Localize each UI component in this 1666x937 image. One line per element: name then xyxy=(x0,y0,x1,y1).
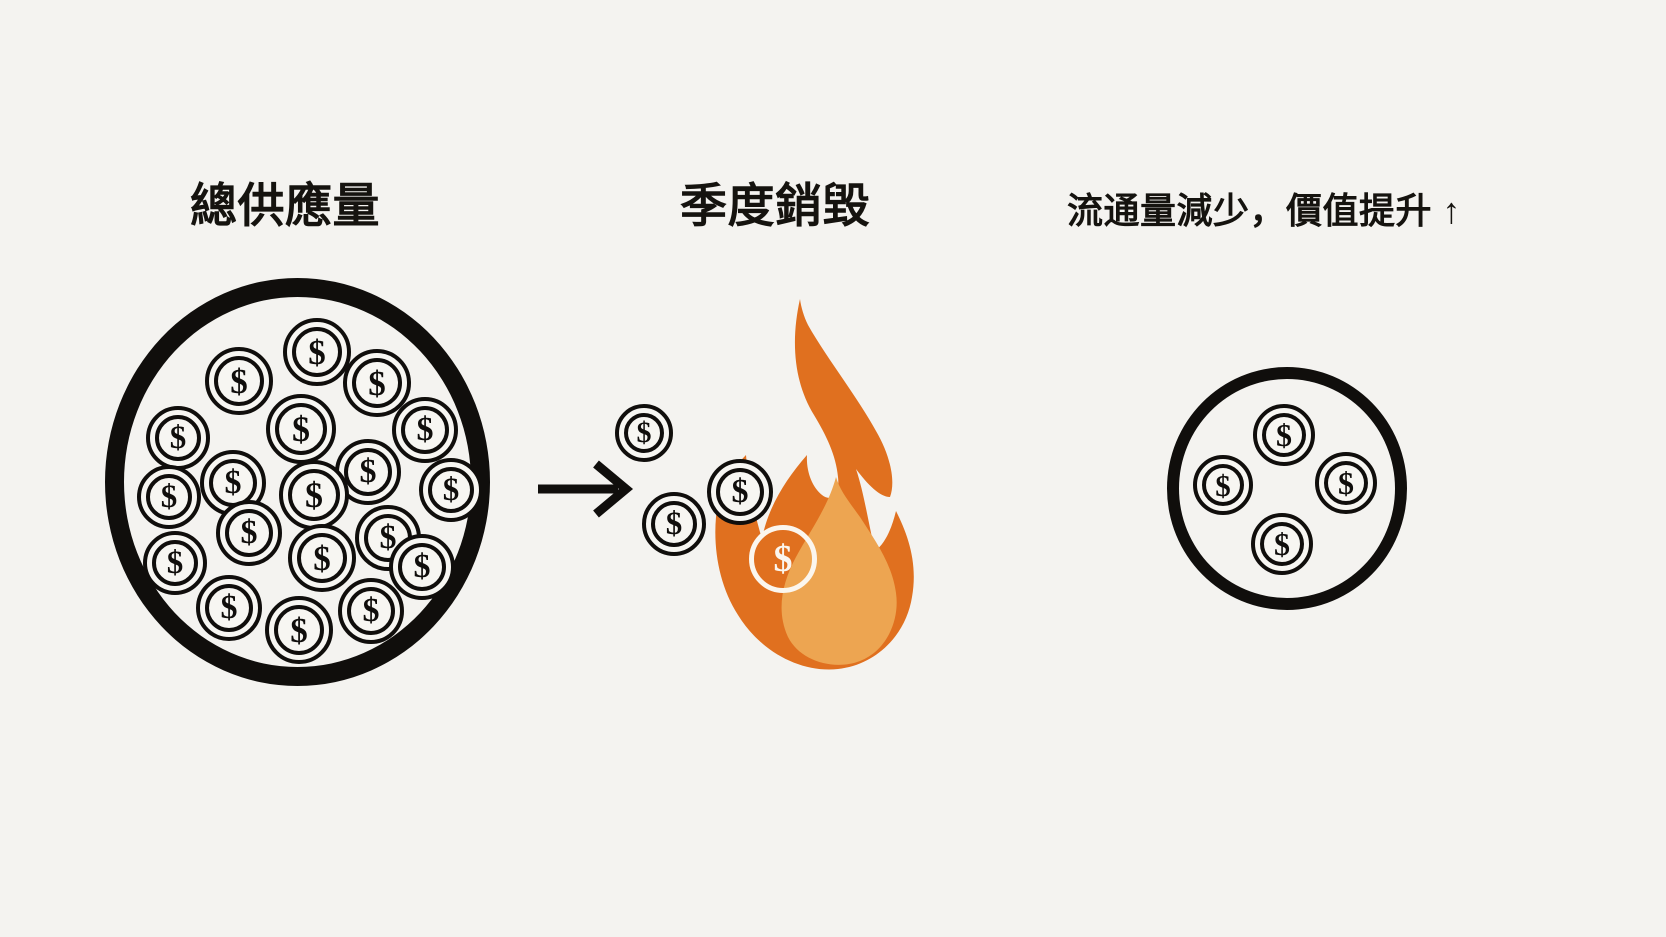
coin-symbol: $ xyxy=(292,409,310,449)
coin: $ xyxy=(392,397,458,463)
coin-inner-ring xyxy=(716,468,764,516)
coin-symbol: $ xyxy=(308,332,326,372)
coin: $ xyxy=(137,465,201,529)
coin: $ xyxy=(279,460,349,530)
burn-coin: $ xyxy=(642,492,706,556)
coin-inner-ring xyxy=(401,406,449,454)
coin-inner-ring xyxy=(155,415,201,461)
coin: $ xyxy=(1315,452,1377,514)
coin: $ xyxy=(288,524,356,592)
coin-symbol: $ xyxy=(313,538,331,578)
coin-inner-ring xyxy=(205,584,253,632)
coin-inner-ring xyxy=(624,413,664,453)
coin-symbol: $ xyxy=(359,453,377,490)
coin: $ xyxy=(335,439,401,505)
coin: $ xyxy=(1251,513,1313,575)
coin: $ xyxy=(196,575,262,641)
coin-symbol: $ xyxy=(305,475,323,515)
coin-symbol: $ xyxy=(160,478,178,515)
coin-symbol: $ xyxy=(166,544,184,581)
coin: $ xyxy=(343,349,411,417)
heading-value-increase: 流通量減少，價值提升 ↑ xyxy=(1067,190,1462,231)
coin-symbol: $ xyxy=(240,514,258,551)
coin-symbol: $ xyxy=(413,548,431,585)
ember-coin: $ xyxy=(749,525,817,593)
coin-inner-ring xyxy=(292,327,342,377)
coin-symbol: $ xyxy=(731,473,749,510)
coin-symbol: $ xyxy=(368,363,386,403)
coin-inner-ring xyxy=(288,469,340,521)
coin: $ xyxy=(1193,455,1253,515)
coin-inner-ring xyxy=(398,543,446,591)
coin-inner-ring xyxy=(275,403,327,455)
coin: $ xyxy=(146,406,210,470)
coin-symbol: $ xyxy=(665,505,683,542)
coin: $ xyxy=(205,347,273,415)
heading-quarterly-burn: 季度銷毀 xyxy=(680,179,870,232)
coin-symbol: $ xyxy=(1215,467,1231,503)
ember-coin-symbol: $ xyxy=(773,538,793,580)
coin-symbol: $ xyxy=(1276,417,1292,453)
coin-inner-ring xyxy=(651,501,697,547)
coin-symbol: $ xyxy=(220,589,238,626)
coin-symbol: $ xyxy=(416,411,434,448)
coin: $ xyxy=(266,394,336,464)
coin-inner-ring xyxy=(1260,522,1304,566)
coin-symbol: $ xyxy=(442,471,460,508)
coin-inner-ring xyxy=(344,448,392,496)
coin: $ xyxy=(265,596,333,664)
coin-inner-ring xyxy=(214,356,264,406)
burn-coin: $ xyxy=(707,459,773,525)
coin-inner-ring xyxy=(152,540,198,586)
coin-symbol: $ xyxy=(169,419,187,456)
coin: $ xyxy=(283,318,351,386)
coin-symbol: $ xyxy=(1274,526,1290,562)
coin-symbol: $ xyxy=(1338,465,1354,501)
coin-inner-ring xyxy=(274,605,324,655)
coin-symbol: $ xyxy=(230,361,248,401)
coin-inner-ring xyxy=(1324,461,1368,505)
coin-inner-ring xyxy=(225,509,273,557)
coin-inner-ring xyxy=(1202,464,1244,506)
coin-symbol: $ xyxy=(362,592,380,629)
coin-symbol: $ xyxy=(290,610,308,650)
coin-inner-ring xyxy=(1262,413,1306,457)
coin: $ xyxy=(143,531,207,595)
coin: $ xyxy=(389,534,455,600)
coin-inner-ring xyxy=(352,358,402,408)
coin-symbol: $ xyxy=(224,464,242,501)
coin-inner-ring xyxy=(146,474,192,520)
burn-coin: $ xyxy=(615,404,673,462)
burn-flame-icon xyxy=(660,295,918,675)
coin-symbol: $ xyxy=(379,519,397,556)
coin: $ xyxy=(419,458,483,522)
coin-inner-ring xyxy=(428,467,474,513)
coin: $ xyxy=(1253,404,1315,466)
coin: $ xyxy=(338,578,404,644)
heading-total-supply: 總供應量 xyxy=(190,179,380,232)
coin-symbol: $ xyxy=(636,416,652,449)
coin-inner-ring xyxy=(347,587,395,635)
transition-arrow-icon xyxy=(536,458,636,520)
coin-inner-ring xyxy=(297,533,347,583)
coin: $ xyxy=(216,500,282,566)
